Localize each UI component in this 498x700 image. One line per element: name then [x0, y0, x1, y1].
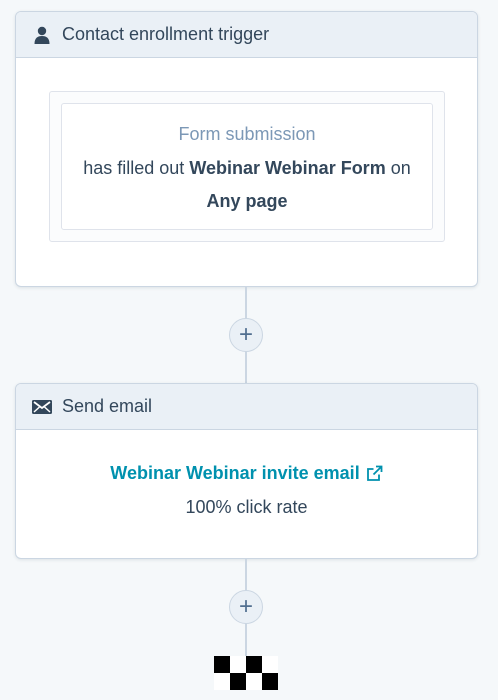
click-rate-label: 100% click rate [185, 497, 308, 517]
email-card-body: Webinar Webinar invite email 100% click … [16, 430, 477, 518]
trigger-condition: has filled out Webinar Webinar Form on [62, 158, 432, 179]
envelope-icon [32, 397, 52, 417]
trigger-prefix: has filled out [83, 158, 185, 178]
email-header-label: Send email [62, 396, 153, 416]
trigger-header-label: Contact enrollment trigger [62, 24, 270, 44]
email-name-label: Webinar Webinar invite email [110, 463, 360, 483]
email-card-header: Send email [16, 384, 477, 430]
trigger-page-scope: Any page [206, 191, 288, 211]
add-action-button[interactable]: + [229, 318, 263, 352]
email-name-link[interactable]: Webinar Webinar invite email [110, 463, 383, 484]
person-icon [32, 25, 52, 45]
add-action-button[interactable]: + [229, 590, 263, 624]
enrollment-trigger-card[interactable]: Contact enrollment trigger Form submissi… [15, 11, 478, 287]
checkered-flag-icon [214, 656, 278, 690]
external-link-icon[interactable] [366, 465, 383, 482]
trigger-card-header: Contact enrollment trigger [16, 12, 477, 58]
trigger-filter-group: Form submission has filled out Webinar W… [49, 91, 445, 242]
trigger-type-label: Form submission [178, 124, 316, 144]
send-email-card[interactable]: Send email Webinar Webinar invite email … [15, 383, 478, 559]
trigger-filter[interactable]: Form submission has filled out Webinar W… [61, 103, 433, 230]
trigger-suffix: on [390, 158, 411, 178]
trigger-form-name: Webinar Webinar Form [189, 158, 386, 178]
